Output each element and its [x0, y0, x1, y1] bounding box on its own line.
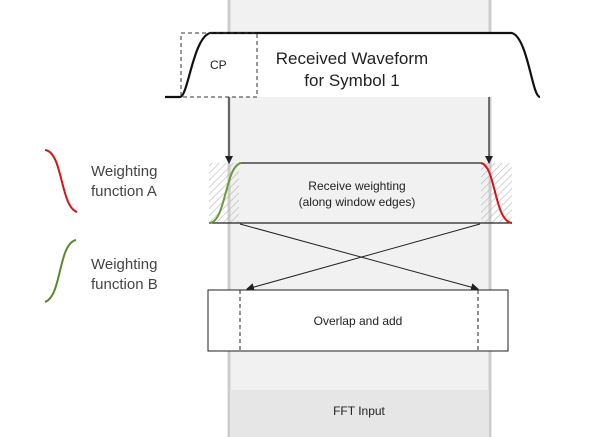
weighting-block-outline — [209, 162, 512, 224]
legend-b-label: Weighting function B — [91, 255, 158, 295]
cross-arrow-left-to-right — [239, 223, 479, 292]
legend-a-line1: Weighting — [91, 163, 158, 180]
weighting-right-hatch — [481, 163, 512, 223]
cp-box — [180, 32, 258, 98]
waveform-title: Received Waveform for Symbol 1 — [262, 48, 442, 92]
overlap-block-label: Overlap and add — [313, 314, 403, 328]
weighting-left-hatch — [209, 163, 239, 223]
weighting-label-line1: Receive weighting — [308, 179, 406, 193]
weighting-block-label: Receive weighting (along window edges) — [262, 178, 452, 210]
weighting-label-line2: (along window edges) — [298, 195, 416, 209]
cross-arrow-right-to-left — [246, 223, 481, 291]
fft-input-label: FFT Input — [333, 404, 385, 418]
legend-a-line2: function A — [91, 183, 157, 200]
legend-b-line2: function B — [91, 276, 158, 293]
cp-label: CP — [210, 58, 227, 72]
fft-input-band — [230, 390, 489, 437]
legend-curve-a — [44, 149, 78, 213]
waveform-title-line2: for Symbol 1 — [304, 71, 400, 90]
legend-a-label: Weighting function A — [91, 162, 157, 202]
legend-b-line1: Weighting — [91, 256, 158, 273]
waveform-title-line1: Received Waveform — [275, 49, 429, 68]
legend-curve-b — [44, 239, 77, 303]
weighting-curve-a — [480, 162, 513, 224]
overlap-block — [207, 289, 509, 352]
weighting-curve-b — [208, 162, 242, 224]
